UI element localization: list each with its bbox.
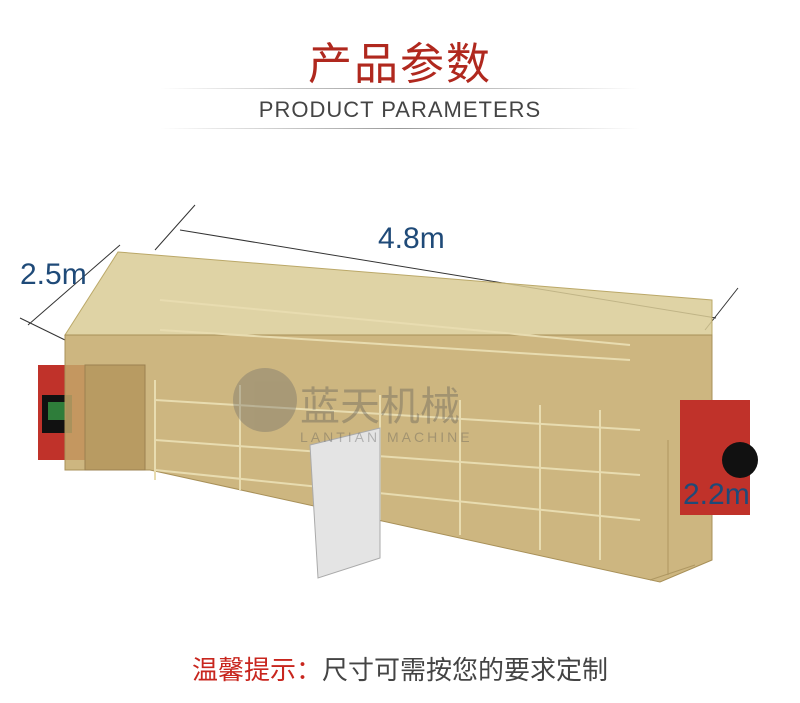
page-subtitle: PRODUCT PARAMETERS — [258, 97, 542, 122]
divider — [160, 128, 640, 129]
height-label: 2.2m — [683, 478, 750, 511]
door — [309, 427, 381, 579]
tip-text: 尺寸可需按您的要求定制 — [322, 656, 609, 686]
page-title: 产品参数 — [308, 39, 492, 90]
right-heater — [680, 400, 758, 515]
width-label: 2.5m — [20, 258, 87, 291]
watermark-cn: 蓝天机械 — [300, 384, 460, 430]
customization-tip: 温馨提示：尺寸可需按您的要求定制 — [0, 650, 800, 687]
fan-icon — [722, 442, 758, 478]
length-label: 4.8m — [378, 222, 445, 255]
drying-chamber — [64, 251, 713, 583]
divider — [160, 88, 640, 89]
watermark-logo: 蓝天机械 LANTIAN MACHINE — [233, 368, 473, 445]
tip-label: 温馨提示： — [191, 656, 322, 686]
watermark-en: LANTIAN MACHINE — [300, 429, 473, 445]
